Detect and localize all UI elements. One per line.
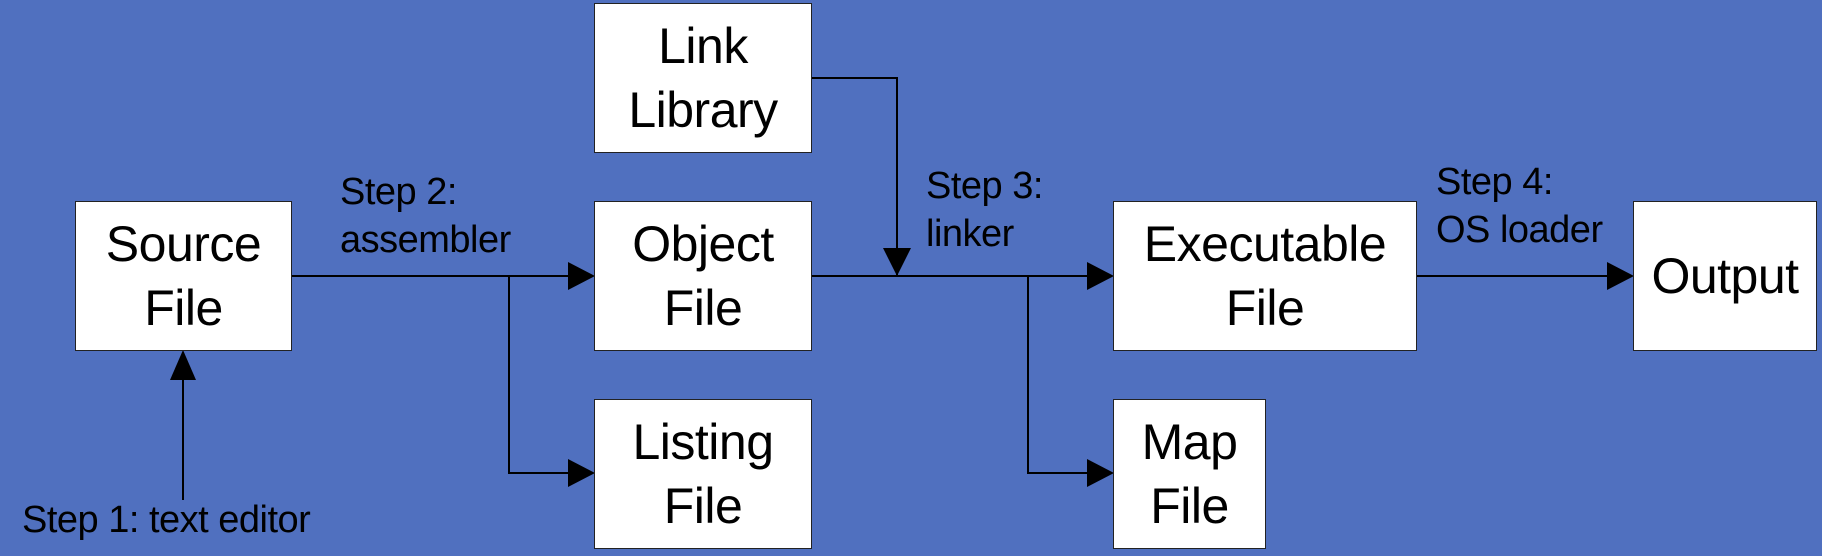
source-file-box: Source File <box>75 201 292 351</box>
step2-label: Step 2: assembler <box>340 171 511 261</box>
listing-file-box: Listing File <box>594 399 812 549</box>
step3-label: Step 3: linker <box>926 165 1043 255</box>
output-label: Output <box>1651 248 1799 304</box>
executable-file-box: Executable File <box>1113 201 1417 351</box>
step4-label: Step 4: OS loader <box>1436 161 1603 251</box>
arrowhead-object <box>568 262 595 290</box>
arrowhead-map <box>1087 459 1114 487</box>
arrow-source-to-listing <box>508 276 593 474</box>
arrow-linker-to-map <box>1027 276 1112 474</box>
link-library-label: Link Library <box>628 18 778 138</box>
arrowhead-linker <box>883 248 911 276</box>
output-box: Output <box>1633 201 1817 351</box>
link-library-box: Link Library <box>594 3 812 153</box>
object-file-label: Object File <box>632 216 774 336</box>
arrowhead-executable <box>1087 262 1114 290</box>
map-file-label: Map File <box>1141 414 1238 534</box>
arrow-library-to-linker <box>811 77 898 275</box>
arrowhead-source <box>170 350 196 380</box>
listing-file-label: Listing File <box>632 414 774 534</box>
arrowhead-listing <box>568 459 595 487</box>
executable-file-label: Executable File <box>1143 216 1387 336</box>
map-file-box: Map File <box>1113 399 1266 549</box>
arrowhead-output <box>1607 262 1634 290</box>
step1-label: Step 1: text editor <box>22 499 311 541</box>
object-file-box: Object File <box>594 201 812 351</box>
source-file-label: Source File <box>105 216 262 336</box>
